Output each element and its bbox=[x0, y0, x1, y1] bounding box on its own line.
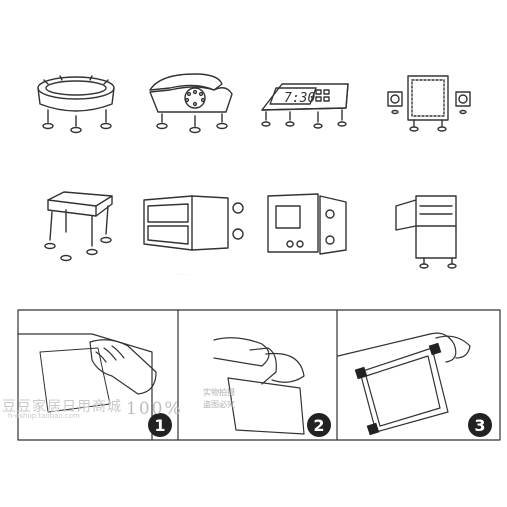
safe-icon bbox=[267, 193, 347, 255]
watermark-no-copy: 盗图必究 bbox=[203, 400, 235, 409]
ashtray-icon bbox=[37, 75, 115, 134]
clock-readout: 7:30 bbox=[284, 91, 315, 106]
cabinet-icon: · · · · · bbox=[143, 195, 244, 278]
watermark-real-photo: 实物拍摄 bbox=[203, 388, 235, 397]
feet-pads bbox=[44, 236, 112, 262]
svg-text:· · · · ·: · · · · · bbox=[176, 272, 191, 278]
table-icon bbox=[44, 191, 113, 262]
watermark-percent: 100% bbox=[126, 399, 183, 419]
watermark-shop-url: h-dshop.taobao.com bbox=[8, 412, 80, 420]
instruction-strip bbox=[17, 309, 501, 441]
step-number: 1 bbox=[154, 416, 165, 435]
step3-panel bbox=[337, 332, 471, 436]
step-number: 3 bbox=[474, 416, 485, 435]
feet-pads bbox=[391, 109, 467, 132]
step-number: 2 bbox=[313, 416, 324, 435]
step-badge-3: 3 bbox=[468, 413, 492, 437]
digital-clock-icon: 7:30 bbox=[261, 83, 349, 129]
feet-pads bbox=[419, 257, 457, 269]
feet-pads bbox=[261, 109, 347, 129]
feet-pads bbox=[156, 113, 228, 134]
feet-pads bbox=[232, 202, 244, 240]
step2-panel bbox=[213, 337, 305, 435]
step1-panel bbox=[17, 333, 157, 441]
feet-pads bbox=[42, 109, 112, 134]
feet-pads bbox=[325, 209, 335, 245]
refrigerator-icon bbox=[395, 195, 457, 269]
step-badge-2: 2 bbox=[307, 413, 331, 437]
stereo-speakers-icon bbox=[387, 75, 471, 132]
step-badge-1: 1 bbox=[148, 413, 172, 437]
telephone-icon bbox=[149, 73, 233, 134]
watermark-shop-name: 豆豆家居日用商城 bbox=[2, 399, 122, 415]
